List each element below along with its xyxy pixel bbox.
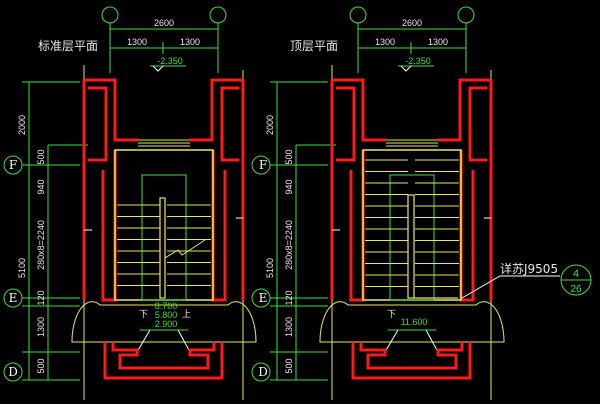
wall <box>88 86 108 162</box>
dim-stairs: 280x8=2240 <box>36 220 46 270</box>
wall <box>336 86 356 162</box>
dim-940: 940 <box>36 179 46 194</box>
detail-callout-text: 详苏J9505 <box>500 261 558 276</box>
dim-2000: 2000 <box>17 115 27 135</box>
axis-circle <box>101 6 119 24</box>
dim-half-right: 1300 <box>428 37 448 47</box>
detail-number: 4 <box>573 268 579 280</box>
dim-500a: 500 <box>284 149 294 164</box>
dim-120: 120 <box>284 290 294 305</box>
landing <box>319 301 505 343</box>
wall <box>351 342 472 380</box>
wall <box>332 78 386 142</box>
elevation-triangle <box>152 65 164 72</box>
dim-half-left: 1300 <box>127 37 147 47</box>
stairwell-outline <box>114 149 214 301</box>
dim-500b: 500 <box>284 358 294 373</box>
axis-circle-E <box>3 288 23 308</box>
wall <box>211 150 227 302</box>
wall <box>349 150 365 302</box>
detail-sheet: 26 <box>570 284 582 295</box>
handrail <box>159 197 166 299</box>
wall <box>438 78 491 142</box>
ramp-line <box>384 329 399 353</box>
axis-circle-D <box>251 362 271 382</box>
dim-120: 120 <box>36 290 46 305</box>
axis-circle-E <box>251 288 271 308</box>
axis-circle <box>457 6 475 24</box>
callout-leader <box>461 275 560 299</box>
dim-500b: 500 <box>36 358 46 373</box>
wall <box>459 150 475 302</box>
dim-stairs: 280x8=2240 <box>284 220 294 270</box>
wall <box>220 86 239 162</box>
handrail <box>407 194 415 299</box>
ramp-line <box>136 329 151 353</box>
stairwell-outline <box>362 149 462 301</box>
top-elevation: -2.350 <box>405 56 431 66</box>
wall <box>84 78 138 142</box>
stair-guide <box>389 174 435 301</box>
axis-D: D <box>258 365 268 379</box>
axis-circle <box>209 6 227 24</box>
axis-circle-F <box>251 155 271 175</box>
elevation-2: 5.800 <box>155 310 178 320</box>
wall <box>190 78 243 142</box>
stair-guide <box>141 174 187 301</box>
elevation-triangle <box>400 65 412 72</box>
wall <box>359 342 464 370</box>
plan-title: 标准层平面 <box>38 39 98 53</box>
wall <box>101 150 117 302</box>
dim-total: 2600 <box>402 18 422 28</box>
dim-half-right: 1300 <box>180 37 200 47</box>
down-label: 下 <box>139 309 148 319</box>
plan-standard: 标准层平面 2600 1300 1300 -2.350 2000 500 940… <box>8 18 200 379</box>
axis-E: E <box>9 291 18 305</box>
ramp-line <box>425 329 439 353</box>
dim-2000: 2000 <box>265 115 275 135</box>
dim-total: 2600 <box>154 18 174 28</box>
landing <box>71 301 257 343</box>
axis-D: D <box>8 365 18 379</box>
wall <box>103 342 224 380</box>
plan-title: 顶层平面 <box>290 39 338 53</box>
wall <box>111 342 216 370</box>
dim-1300: 1300 <box>36 317 46 337</box>
wall <box>468 86 487 162</box>
top-elevation: -2.350 <box>157 56 183 66</box>
axis-circle <box>349 6 367 24</box>
up-label: 上 <box>182 309 191 319</box>
down-label: 下 <box>387 309 396 319</box>
axis-circle-F <box>3 155 23 175</box>
dim-1300: 1300 <box>284 317 294 337</box>
elevation-3: 2.900 <box>155 319 178 329</box>
axis-circle-D <box>3 362 23 382</box>
break-line <box>164 239 206 259</box>
elevation-1: 8.700 <box>155 301 178 311</box>
axis-E: E <box>259 291 268 305</box>
dim-5100: 5100 <box>265 258 275 278</box>
elevation-1: 11.600 <box>401 317 428 327</box>
axis-F: F <box>259 158 267 172</box>
dim-5100: 5100 <box>17 258 27 278</box>
dim-500a: 500 <box>36 149 46 164</box>
dim-940: 940 <box>284 179 294 194</box>
dim-half-left: 1300 <box>375 37 395 47</box>
ramp-line <box>177 329 191 353</box>
axis-F: F <box>9 158 17 172</box>
plan-top: 顶层平面 2600 1300 1300 -2.350 2000 500 940 … <box>258 18 582 379</box>
